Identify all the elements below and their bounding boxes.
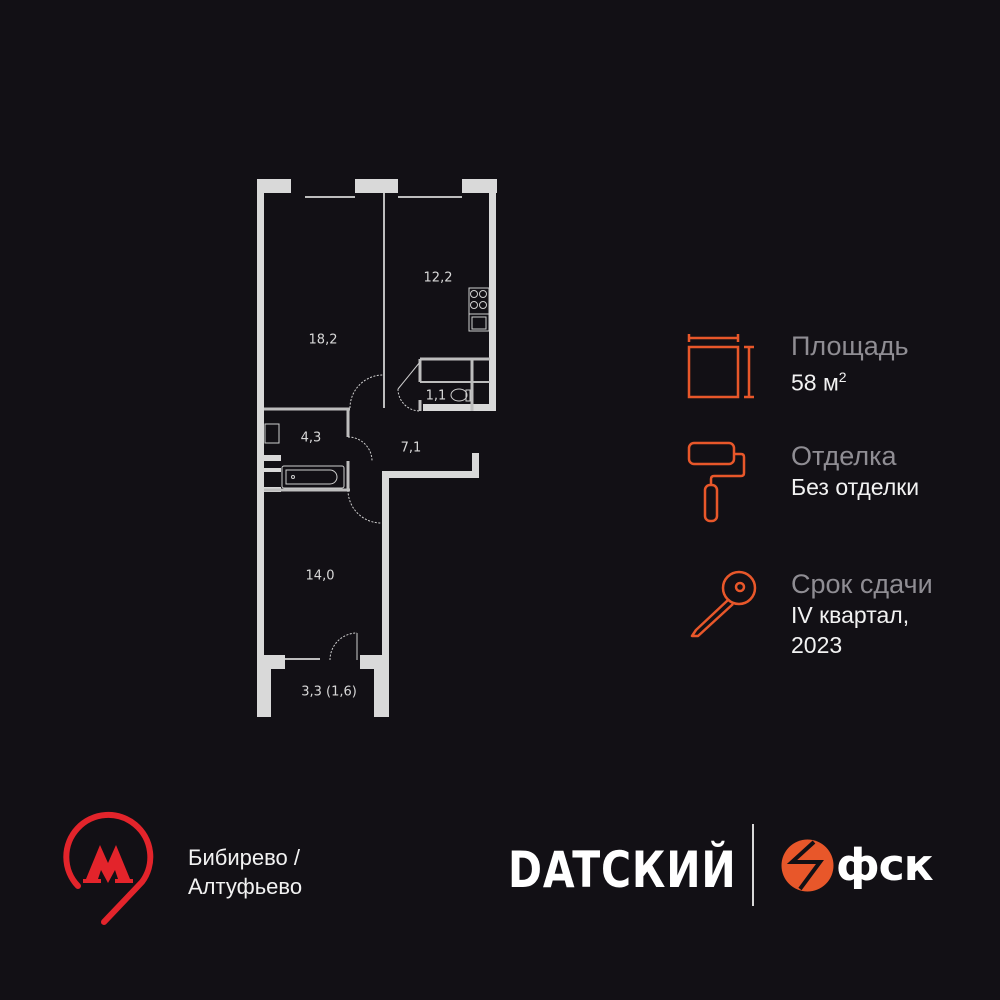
metro-station: Бибирево / Алтуфьево <box>188 843 302 901</box>
finish-value: Без отделки <box>791 474 920 500</box>
room-area-label: 18,2 <box>308 332 338 348</box>
balcony-area-label: 3,3 (1,6) <box>301 684 357 700</box>
kitchen-area-label: 12,2 <box>423 270 453 286</box>
deadline-label: Срок сдачи <box>791 569 933 599</box>
key-icon <box>690 570 757 638</box>
project-logo: DATСКИЙ <box>508 841 737 899</box>
developer-logo-text: фск <box>836 840 934 891</box>
hall-area-label: 7,1 <box>400 440 422 456</box>
deadline-value-line1: IV квартал, <box>791 602 910 628</box>
logo-divider <box>752 824 754 906</box>
room-area-label: 14,0 <box>305 568 335 584</box>
area-value: 58 м2 <box>791 362 909 398</box>
area-icon <box>687 334 754 399</box>
metro-pin-icon <box>63 812 154 925</box>
deadline-value-line2: 2023 <box>791 632 843 658</box>
bathroom-area-label: 4,3 <box>300 430 322 446</box>
fsk-logo-icon <box>781 839 834 892</box>
wc-area-label: 1,1 <box>425 388 447 404</box>
metro-station-line2: Алтуфьево <box>188 874 303 899</box>
metro-station-line1: Бибирево / <box>188 845 300 870</box>
area-label: Площадь <box>791 331 909 361</box>
area-number: 58 м <box>791 369 839 396</box>
area-unit-sup: 2 <box>838 369 847 385</box>
finish-label: Отделка <box>791 441 897 471</box>
paint-roller-icon <box>687 441 746 523</box>
